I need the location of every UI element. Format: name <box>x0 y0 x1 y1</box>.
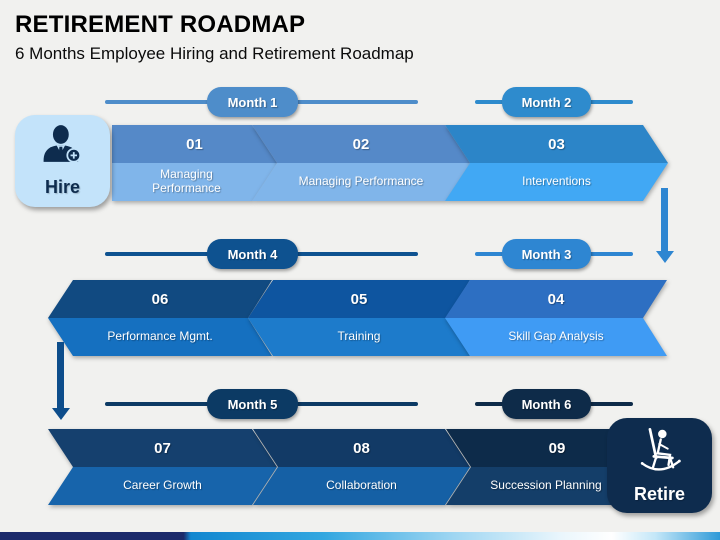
connector-right-arrow-icon <box>656 251 674 263</box>
footer-gradient-bar <box>0 532 720 540</box>
month2-label: Month 2 <box>521 94 572 110</box>
step-07-number: 07 <box>48 429 277 467</box>
step-04-label: Skill Gap Analysis <box>445 318 667 356</box>
step-07-label: Career Growth <box>48 467 277 505</box>
step-06-label: Performance Mgmt. <box>48 318 272 356</box>
roadmap-step-05: 05 Training <box>248 280 470 356</box>
hire-box: Hire <box>15 115 110 207</box>
step-02-number: 02 <box>252 125 470 163</box>
month5-label: Month 5 <box>227 396 278 412</box>
rocking-chair-icon <box>635 427 685 480</box>
page-subtitle: 6 Months Employee Hiring and Retirement … <box>15 44 414 63</box>
month2-pill: Month 2 <box>502 87 591 117</box>
hire-label: Hire <box>44 177 80 197</box>
connector-right-line <box>661 188 668 251</box>
month4-pill: Month 4 <box>207 239 298 269</box>
step-08-label: Collaboration <box>253 467 470 505</box>
month6-label: Month 6 <box>521 396 572 412</box>
roadmap-step-06: 06 Performance Mgmt. <box>48 280 272 356</box>
roadmap-step-02: 02 Managing Performance <box>252 125 470 201</box>
month3-label: Month 3 <box>521 246 572 262</box>
step-06-number: 06 <box>48 280 272 318</box>
step-01-label: Managing Performance <box>112 163 277 201</box>
page-title: RETIREMENT ROADMAP <box>15 11 306 38</box>
step-03-number: 03 <box>445 125 668 163</box>
person-add-icon <box>40 124 86 173</box>
connector-left-line <box>57 342 64 408</box>
retire-label: Retire <box>633 483 686 504</box>
roadmap-step-03: 03 Interventions <box>445 125 668 201</box>
step-01-number: 01 <box>112 125 277 163</box>
step-03-label: Interventions <box>445 163 668 201</box>
month5-pill: Month 5 <box>207 389 298 419</box>
roadmap-step-01: 01 Managing Performance <box>112 125 277 201</box>
month3-pill: Month 3 <box>502 239 591 269</box>
month1-label: Month 1 <box>227 94 278 110</box>
month4-label: Month 4 <box>227 246 278 262</box>
month1-pill: Month 1 <box>207 87 298 117</box>
step-02-label: Managing Performance <box>252 163 470 201</box>
step-08-number: 08 <box>253 429 470 467</box>
step-05-label: Training <box>248 318 470 356</box>
step-04-number: 04 <box>445 280 667 318</box>
connector-left-arrow-icon <box>52 408 70 420</box>
roadmap-step-07: 07 Career Growth <box>48 429 277 505</box>
roadmap-step-04: 04 Skill Gap Analysis <box>445 280 667 356</box>
step-05-number: 05 <box>248 280 470 318</box>
roadmap-step-08: 08 Collaboration <box>253 429 470 505</box>
retire-box: Retire <box>607 418 712 513</box>
month6-pill: Month 6 <box>502 389 591 419</box>
